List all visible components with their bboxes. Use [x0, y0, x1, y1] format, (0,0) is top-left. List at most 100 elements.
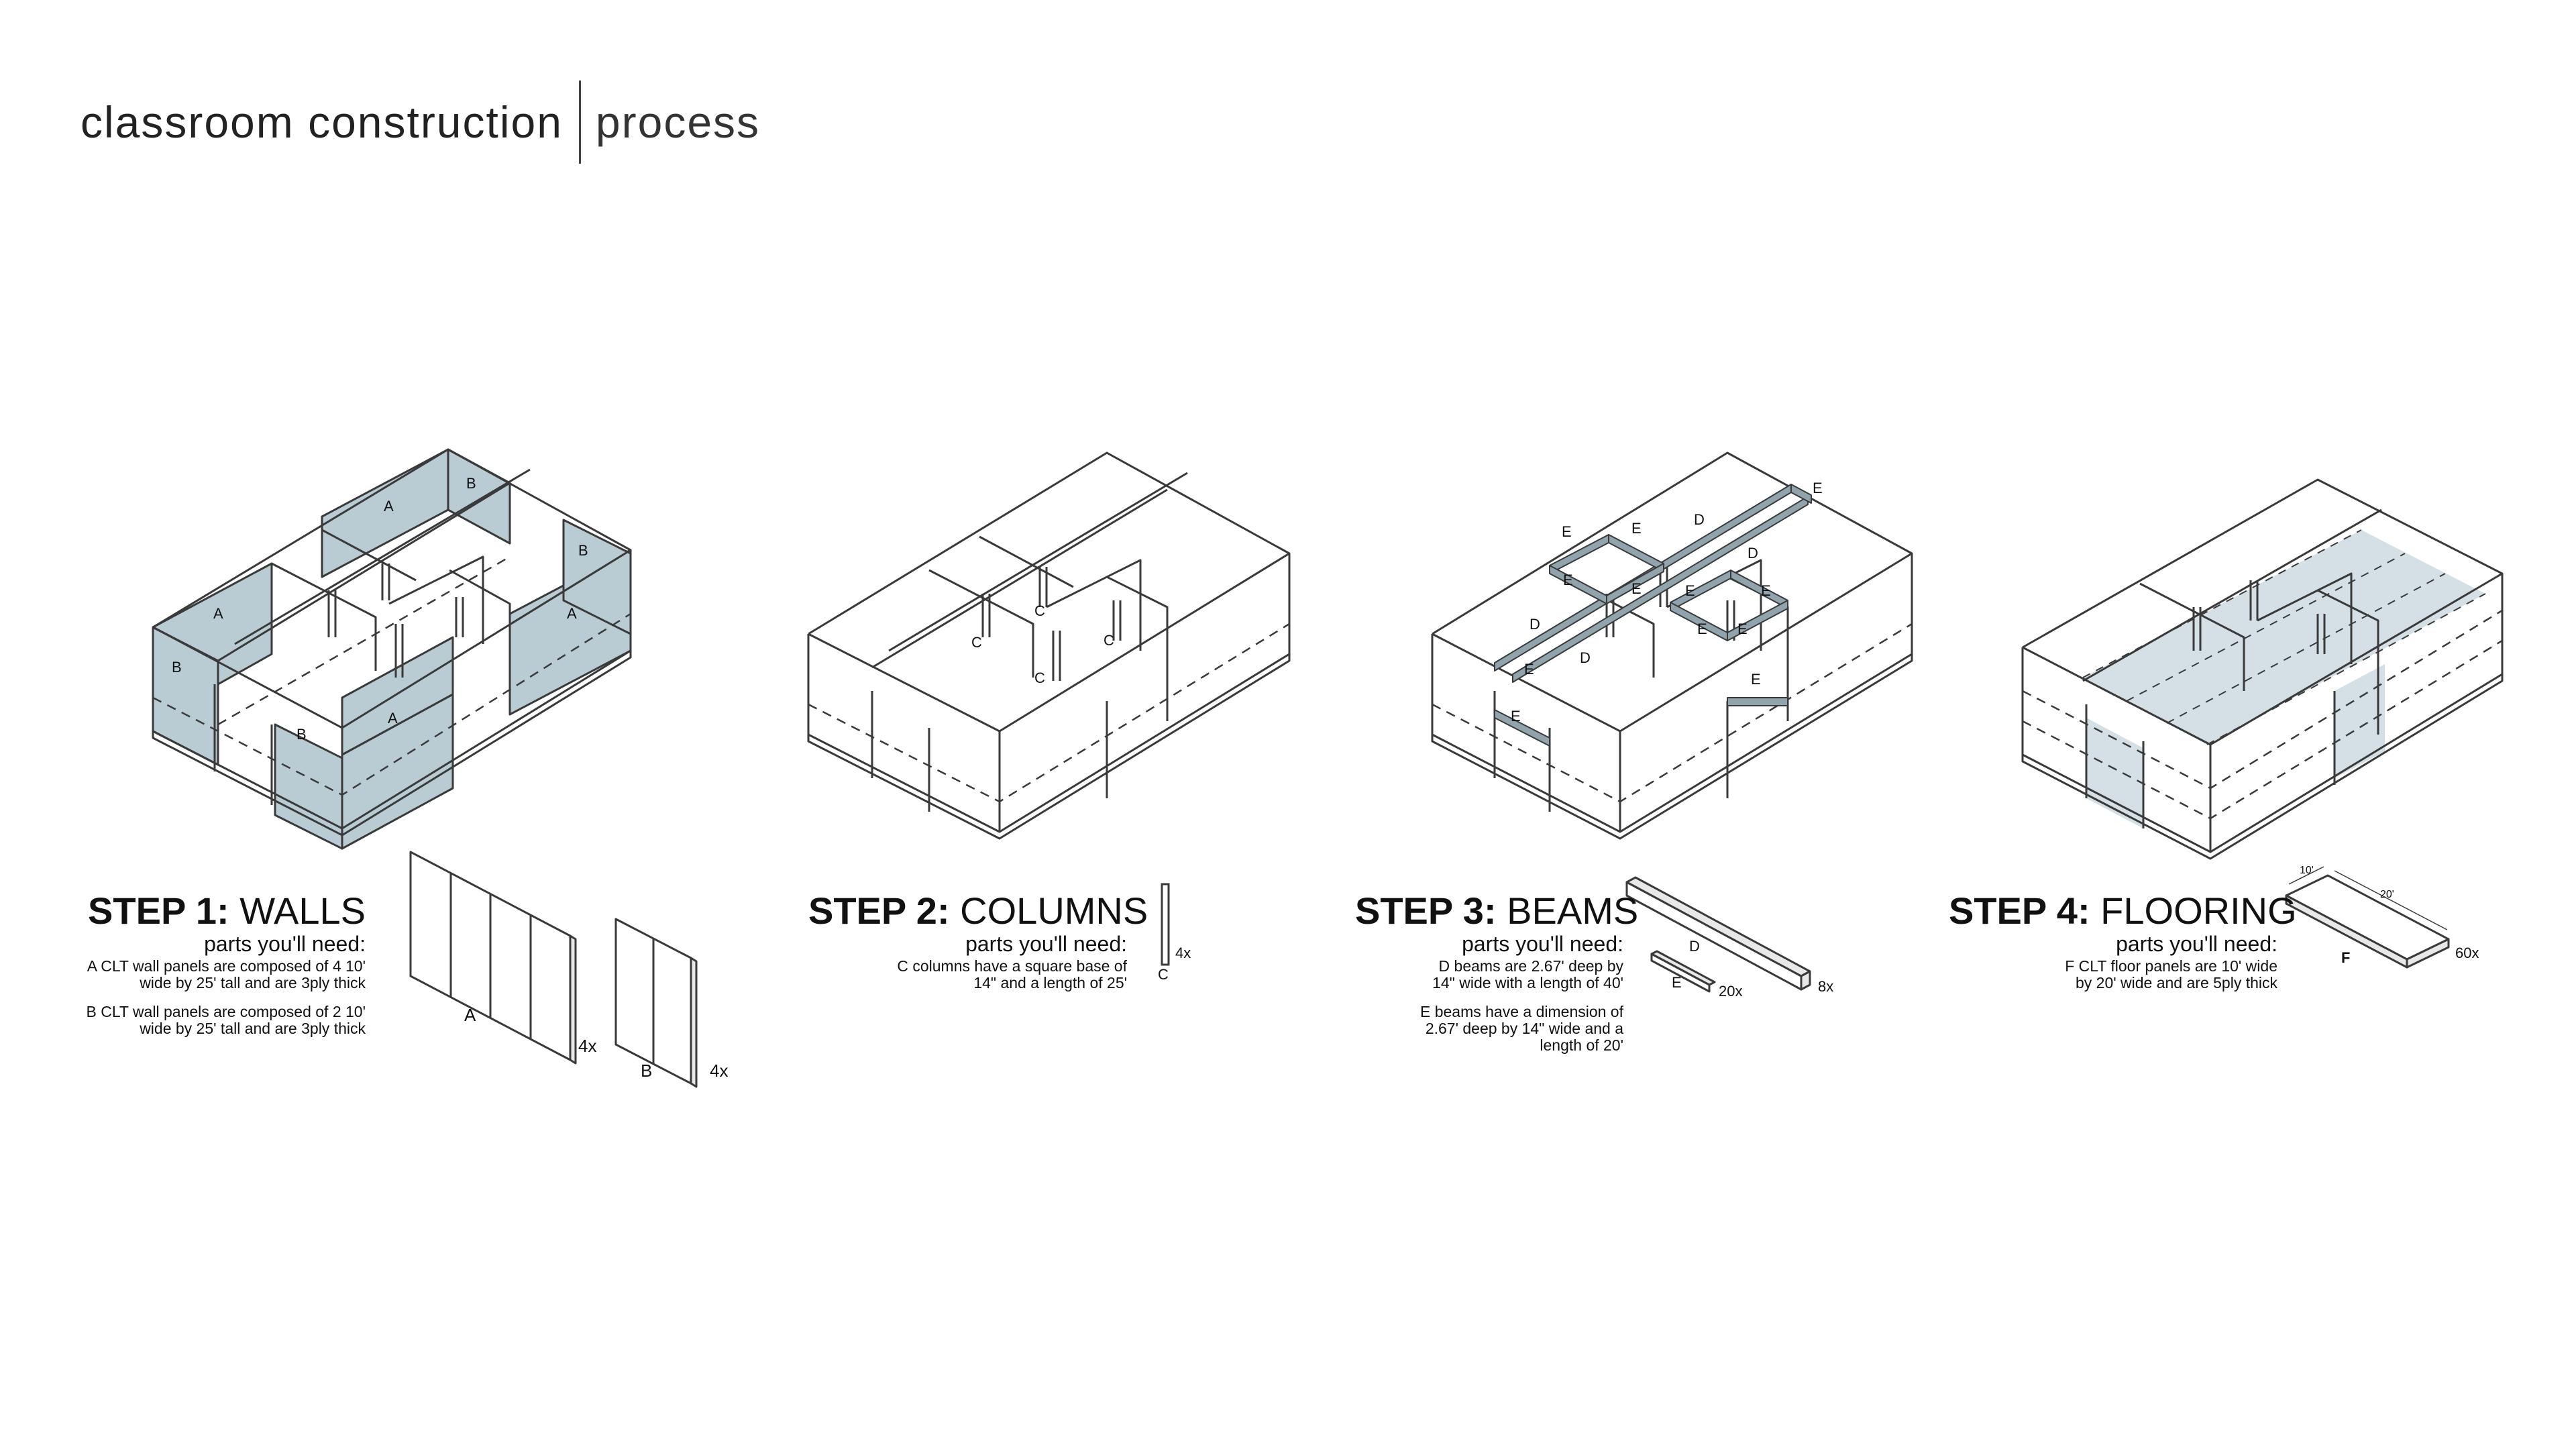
step1-text: STEP 1: WALLS parts you'll need: A CLT w…: [84, 891, 366, 1037]
step2-name: COLUMNS: [960, 890, 1148, 932]
floor-panel-wall-right: [2334, 664, 2385, 778]
title-sub: process: [595, 97, 761, 147]
model-label: C: [1034, 669, 1045, 686]
model-label: A: [388, 710, 398, 727]
part-b-label: B: [641, 1061, 652, 1081]
model-label: D: [1529, 616, 1540, 633]
part-d-count: 8x: [1818, 978, 1833, 995]
beam-e: [1790, 484, 1812, 504]
step1-desc-a: A CLT wall panels are composed of 4 10' …: [87, 957, 366, 991]
model-label: E: [1813, 480, 1823, 496]
model-label: A: [213, 605, 223, 622]
beam-d: [1512, 496, 1809, 683]
model-label: B: [466, 475, 476, 492]
step1-model-labels: A B A B A B A B: [172, 475, 588, 743]
step3-desc-d: D beams are 2.67' deep by 14" wide with …: [1432, 957, 1623, 991]
model-label: C: [1034, 602, 1045, 619]
model-label: E: [1697, 621, 1707, 637]
part-f-count: 60x: [2455, 945, 2479, 961]
model-label: C: [971, 634, 982, 651]
step2-text: STEP 2: COLUMNS parts you'll need: C col…: [808, 890, 1148, 991]
step3-parts: [1625, 876, 1811, 993]
model-label: D: [1580, 649, 1591, 666]
model-label: E: [1524, 661, 1534, 678]
part-a-label: A: [464, 1005, 476, 1025]
step4-parts-label: parts you'll need:: [2116, 932, 2277, 956]
step2-parts-label: parts you'll need:: [965, 932, 1127, 956]
part-a-count: 4x: [578, 1036, 596, 1056]
step3-model: [1431, 451, 1913, 840]
model-label: E: [1563, 572, 1573, 588]
part-c-column: [1161, 883, 1170, 966]
model-label: D: [1748, 545, 1758, 561]
part-f-label: F: [2341, 949, 2350, 966]
step2-desc-c: C columns have a square base of 14" and …: [897, 957, 1127, 991]
model-label: B: [578, 542, 588, 559]
model-label: B: [297, 726, 307, 743]
wall-panel-front-right: [274, 723, 343, 850]
floor-slab: [2083, 530, 2485, 745]
step2-model: [807, 451, 1291, 840]
model-label: E: [1685, 582, 1695, 599]
step3-beams: [1494, 484, 1812, 747]
beam-e: [1549, 534, 1609, 574]
part-c-count: 4x: [1175, 945, 1191, 961]
step4-name: FLOORING: [2100, 890, 2297, 932]
part-d-beam: [1625, 881, 1803, 991]
step4-model: [2021, 478, 2504, 860]
part-e-label: E: [1672, 974, 1682, 991]
model-label: E: [1631, 580, 1642, 597]
beam-e: [1730, 570, 1788, 609]
step1-name: WALLS: [239, 890, 366, 932]
part-e-count: 20x: [1719, 983, 1742, 1000]
part-c-label: C: [1158, 966, 1169, 983]
step4-heading: STEP 4: FLOORING: [1949, 890, 2297, 932]
step3-name: BEAMS: [1507, 890, 1639, 932]
model-label: E: [1562, 523, 1572, 540]
step4-desc-f: F CLT floor panels are 10' wide by 20' w…: [2065, 957, 2277, 991]
model-label: E: [1737, 621, 1748, 637]
model-label: E: [1631, 520, 1642, 537]
beam-e: [1608, 534, 1664, 572]
part-f-dim-short: 10': [2300, 865, 2314, 876]
step4-text: STEP 4: FLOORING parts you'll need: F CL…: [1949, 890, 2297, 991]
step4-parts: [2285, 866, 2450, 969]
beam-e: [1549, 565, 1607, 604]
step2-heading: STEP 2: COLUMNS: [808, 890, 1148, 932]
model-label: D: [1694, 511, 1705, 528]
step3-heading: STEP 3: BEAMS: [1355, 890, 1638, 932]
model-label: E: [1751, 671, 1761, 688]
model-label: E: [1511, 708, 1521, 724]
title-main: classroom construction: [80, 97, 563, 147]
model-label: A: [384, 498, 394, 515]
step3-number: STEP 3:: [1355, 890, 1497, 932]
beam-e: [1727, 600, 1788, 641]
step3-parts-label: parts you'll need:: [1462, 932, 1623, 956]
step1-parts-label: parts you'll need:: [204, 932, 366, 956]
page-title: classroom construction process: [80, 80, 760, 164]
part-d-label: D: [1689, 938, 1700, 955]
step1-desc-b: B CLT wall panels are composed of 2 10' …: [86, 1003, 366, 1037]
model-label: C: [1104, 632, 1114, 649]
model-label: E: [1761, 582, 1771, 599]
step1-parts: [409, 851, 698, 1088]
beam-e: [1494, 709, 1550, 747]
step4-number: STEP 4:: [1949, 890, 2090, 932]
part-b-count: 4x: [710, 1061, 728, 1081]
step3-desc-e: E beams have a dimension of 2.67' deep b…: [1419, 1003, 1623, 1054]
part-f-dim-long: 20': [2380, 889, 2394, 900]
beam-e: [1727, 697, 1788, 706]
step3-text: STEP 3: BEAMS parts you'll need: D beams…: [1355, 890, 1638, 1054]
step2-number: STEP 2:: [808, 890, 950, 932]
model-label: B: [172, 659, 182, 676]
wall-panel-back-top-end: [447, 448, 511, 545]
step2-parts: [1161, 883, 1170, 966]
title-divider: [578, 80, 581, 164]
beam-e: [1606, 563, 1664, 604]
step1-heading: STEP 1: WALLS: [84, 891, 366, 931]
step2-model-labels: C C C C: [971, 602, 1114, 686]
step1-number: STEP 1:: [88, 890, 229, 932]
step3-model-labels: E E D E E D E E E E E E D D E E: [1511, 480, 1823, 724]
